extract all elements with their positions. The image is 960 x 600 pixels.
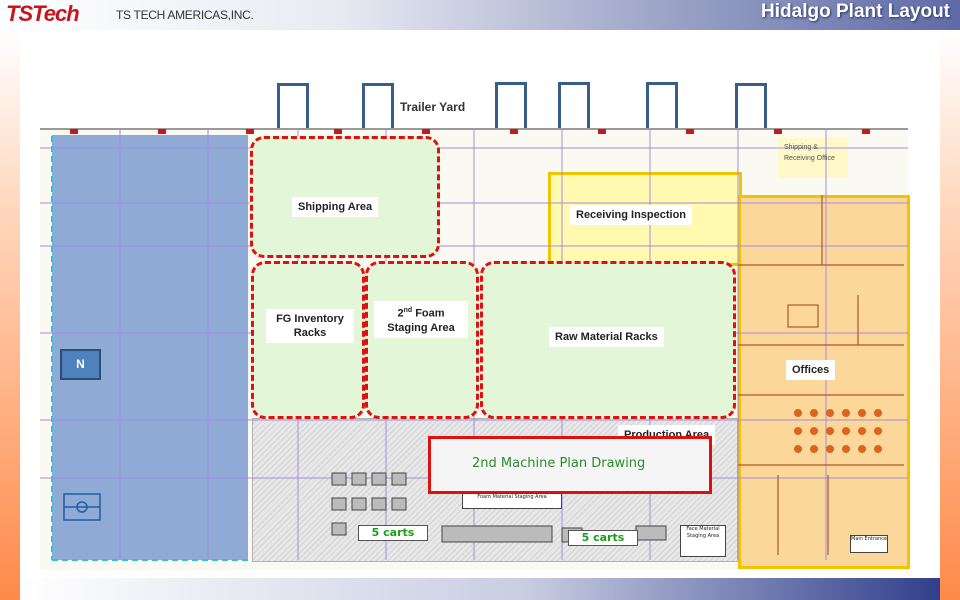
raw-material-label: Raw Material Racks xyxy=(549,327,664,347)
trailer-yard-label: Trailer Yard xyxy=(400,100,466,114)
shipping-receiving-office-area xyxy=(778,138,848,178)
foam-staging-zone xyxy=(365,261,479,419)
offices-zone xyxy=(738,195,910,569)
tstech-logo: TSTech xyxy=(6,1,80,26)
north-indicator: N xyxy=(60,349,101,380)
carts-label-right: 5 carts xyxy=(568,530,638,546)
main-entrance-label: Main Entrance xyxy=(850,535,888,553)
company-name: TS TECH AMERICAS,INC. xyxy=(116,8,254,22)
face-material-staging-label: Face Material Staging Area xyxy=(680,525,726,557)
shipping-area-label: Shipping Area xyxy=(292,197,379,217)
foam-material-staging-label: Foam Material Staging Area xyxy=(462,493,562,509)
offices-label: Offices xyxy=(786,360,836,380)
warehouse-section xyxy=(52,135,248,560)
foam-staging-label: 2nd Foam Staging Area xyxy=(374,301,468,338)
fg-inventory-label: FG Inventory Racks xyxy=(266,309,354,343)
receiving-inspection-label: Receiving Inspection xyxy=(570,205,693,225)
offices-interior xyxy=(738,195,904,555)
production-equipment xyxy=(331,472,667,543)
shipping-receiving-office-label: Shipping & Receiving Office xyxy=(784,144,835,162)
machine-plan-label: 2nd Machine Plan Drawing xyxy=(472,456,646,471)
header-bar xyxy=(0,0,960,30)
left-accent-bar xyxy=(0,30,20,600)
right-accent-bar xyxy=(940,30,960,600)
machine-plan-box xyxy=(428,436,712,494)
page-title: Hidalgo Plant Layout xyxy=(761,1,950,22)
carts-label-left: 5 carts xyxy=(358,525,428,541)
footer-bar xyxy=(20,578,940,600)
